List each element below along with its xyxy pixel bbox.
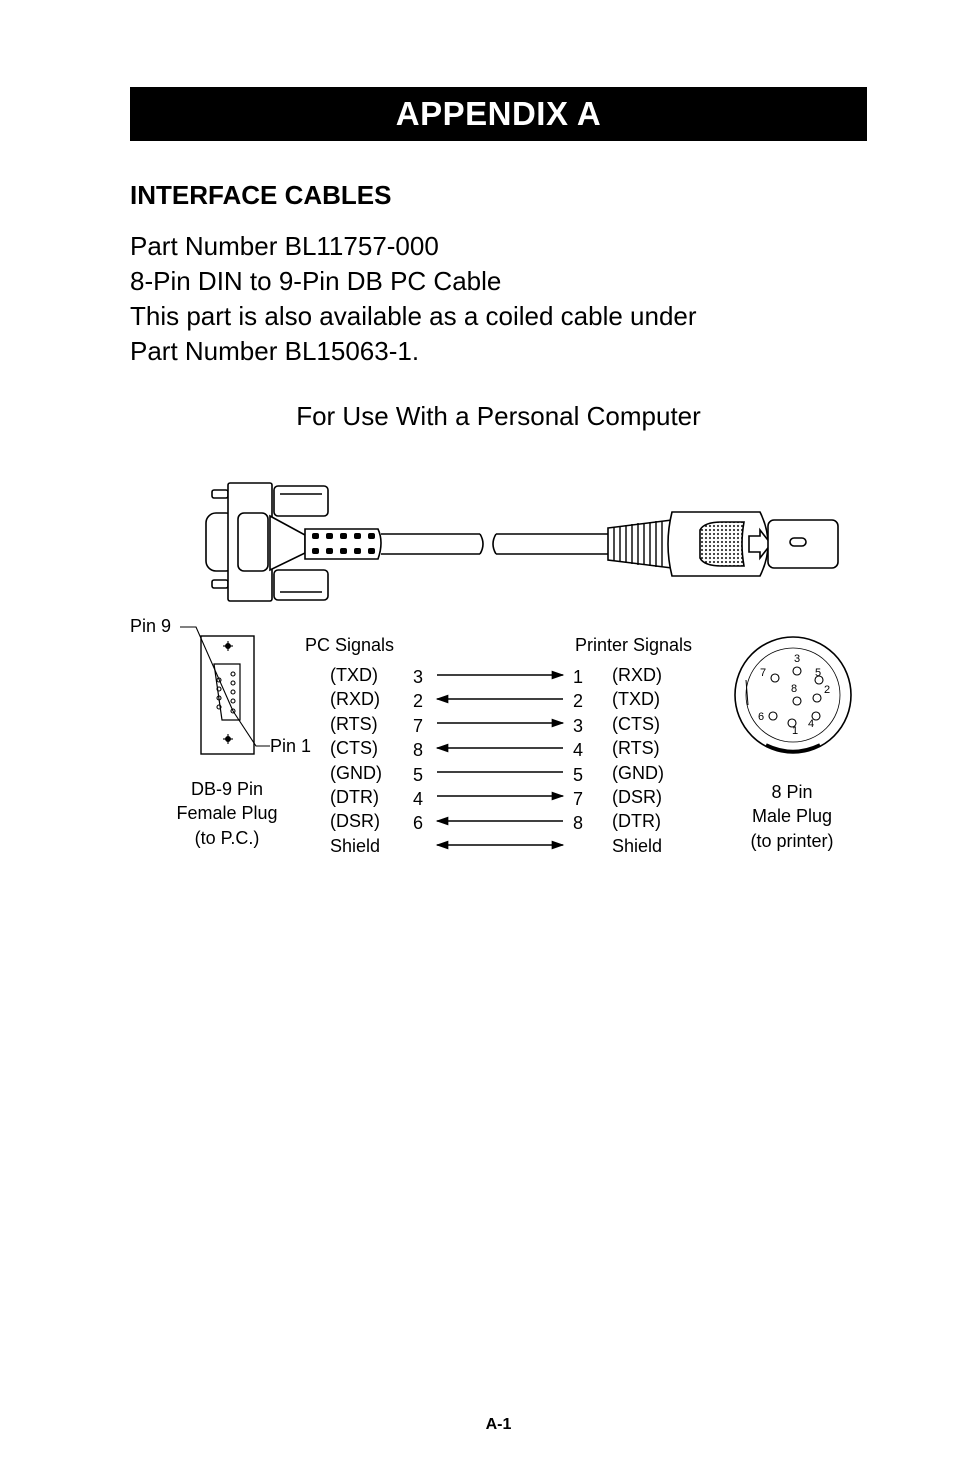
cable-description: Part Number BL11757-000 8-Pin DIN to 9-P… (130, 229, 697, 369)
pin9-label: Pin 9 (130, 616, 172, 636)
printer-signal-column: (RXD) (TXD) (CTS) (RTS) (GND) (DSR) (DTR… (612, 663, 664, 858)
pc-signal: (RXD) (330, 689, 380, 710)
appendix-banner: APPENDIX A (130, 87, 867, 141)
printer-signal: (GND) (612, 762, 664, 783)
din-pin-number: 6 (758, 711, 765, 723)
printer-pin: 4 (573, 740, 584, 761)
pc-signal: Shield (330, 835, 381, 856)
din-caption-line: 8 Pin (771, 782, 813, 802)
din-pin-number: 8 (791, 683, 798, 695)
din-pin-number: 2 (824, 684, 831, 696)
page-number: A-1 (485, 1416, 512, 1433)
printer-pin: 1 (573, 667, 584, 687)
printer-pin: 3 (573, 715, 584, 736)
din-pin-number: 7 (760, 667, 767, 679)
pc-pin: 6 (413, 813, 424, 834)
din-pin-number: 4 (808, 718, 815, 730)
printer-signal: (TXD) (612, 689, 660, 710)
pc-pin: 5 (413, 764, 424, 785)
db9-caption: DB-9 Pin Female Plug (to P.C.) (160, 777, 294, 850)
pin1-label: Pin 1 (270, 736, 312, 756)
printer-signal: Shield (612, 835, 663, 856)
db9-caption-line: DB-9 Pin (190, 779, 264, 799)
appendix-title: APPENDIX A (395, 95, 602, 132)
description-line: 8-Pin DIN to 9-Pin DB PC Cable (130, 266, 502, 296)
description-line: This part is also available as a coiled … (130, 301, 697, 331)
pc-signal: (DTR) (330, 787, 379, 808)
description-line: Part Number BL15063-1. (130, 336, 420, 366)
din-face-view (734, 636, 852, 754)
pc-signal: (TXD) (330, 665, 378, 685)
printer-signal: (DSR) (612, 787, 662, 808)
db9-caption-line: Female Plug (176, 803, 278, 824)
printer-pin: 7 (573, 789, 584, 810)
pc-pin: 3 (413, 667, 424, 687)
pc-signal: (GND) (330, 762, 382, 783)
pc-pin: 2 (413, 691, 424, 712)
db9-connector-illustration (205, 482, 608, 602)
db9-face-view (180, 626, 270, 755)
pc-signal: (DSR) (330, 811, 380, 832)
printer-signal: (CTS) (612, 713, 660, 734)
description-line: Part Number BL11757-000 (130, 231, 439, 261)
pc-signals-heading: PC Signals (305, 635, 395, 655)
printer-signals-heading: Printer Signals (575, 635, 693, 655)
db9-caption-line: (to P.C.) (194, 827, 260, 848)
din-pin-number: 1 (792, 725, 799, 737)
pc-signal: (CTS) (330, 738, 378, 759)
section-title: INTERFACE CABLES (130, 180, 392, 210)
din-caption-line: Male Plug (751, 806, 833, 827)
printer-signal: (RTS) (612, 738, 660, 759)
pc-signal-column: (TXD) (RXD) (RTS) (CTS) (GND) (DTR) (DSR… (330, 663, 382, 858)
diagram-subtitle: For Use With a Personal Computer (296, 401, 701, 431)
pc-signal: (RTS) (330, 713, 378, 734)
printer-signal: (RXD) (612, 665, 662, 685)
din-pin-number: 3 (794, 653, 801, 665)
printer-pin: 2 (573, 691, 584, 712)
pc-pin: 4 (413, 789, 424, 810)
din-caption-line: (to printer) (750, 830, 834, 851)
din-caption: 8 Pin Male Plug (to printer) (728, 780, 856, 853)
printer-pin-column: 1 2 3 4 5 7 8 (573, 665, 583, 836)
printer-pin: 5 (573, 764, 584, 785)
pc-pin: 8 (413, 740, 424, 761)
printer-pin: 8 (573, 813, 584, 834)
din-connector-illustration (607, 511, 839, 577)
pc-pin: 7 (413, 715, 424, 736)
pc-pin-column: 3 2 7 8 5 4 6 (413, 665, 423, 836)
signal-wires (435, 670, 565, 850)
printer-signal: (DTR) (612, 811, 661, 832)
din-pin-number: 5 (815, 667, 822, 679)
